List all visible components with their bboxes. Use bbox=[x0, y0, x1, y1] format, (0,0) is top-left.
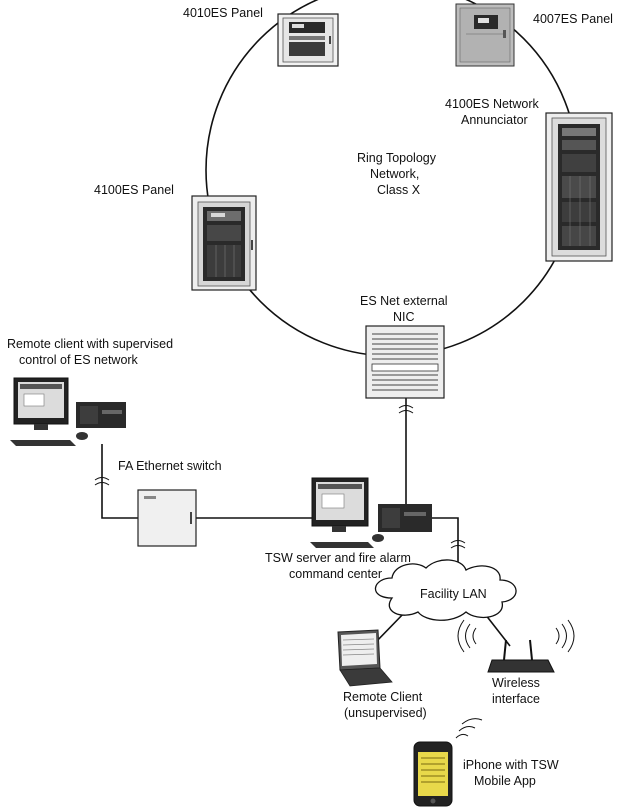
label-iphone-line1: iPhone with TSW bbox=[463, 758, 559, 772]
label-facility-lan: Facility LAN bbox=[420, 587, 487, 601]
label-4010es-panel: 4010ES Panel bbox=[183, 6, 263, 20]
label-ring-line3: Class X bbox=[377, 183, 421, 197]
external-nic bbox=[365, 325, 445, 399]
tsw-server-workstation bbox=[310, 477, 432, 548]
label-nic-line1: ES Net external bbox=[360, 294, 448, 308]
label-fa-ethernet-switch: FA Ethernet switch bbox=[118, 459, 222, 473]
remote-client-laptop bbox=[337, 629, 393, 687]
label-wireless-line2: interface bbox=[492, 692, 540, 706]
label-annunciator-line2: Annunciator bbox=[461, 113, 528, 127]
label-remote-client-line1: Remote Client bbox=[343, 690, 423, 704]
label-remote-supervised-line1: Remote client with supervised bbox=[7, 337, 173, 351]
label-remote-supervised-line2: control of ES network bbox=[19, 353, 139, 367]
label-ring-line2: Network, bbox=[370, 167, 419, 181]
network-annunciator bbox=[545, 112, 613, 262]
label-nic-line2: NIC bbox=[393, 310, 415, 324]
label-wireless-line1: Wireless bbox=[492, 676, 540, 690]
facility-lan-cloud bbox=[374, 559, 517, 621]
label-ring-line1: Ring Topology bbox=[357, 151, 437, 165]
remote-supervised-workstation bbox=[10, 377, 126, 446]
panel-4007es bbox=[455, 3, 515, 67]
fa-ethernet-switch bbox=[137, 489, 197, 547]
label-tsw-line2: command center bbox=[289, 567, 382, 581]
label-4100es-panel: 4100ES Panel bbox=[94, 183, 174, 197]
wireless-router bbox=[457, 619, 575, 673]
panel-4010es bbox=[277, 13, 339, 67]
label-4007es-panel: 4007ES Panel bbox=[533, 12, 613, 26]
label-remote-client-line2: (unsupervised) bbox=[344, 706, 427, 720]
panel-4100es bbox=[191, 195, 257, 291]
line-break-squiggles bbox=[94, 405, 466, 549]
label-tsw-line1: TSW server and fire alarm bbox=[265, 551, 411, 565]
label-annunciator-line1: 4100ES Network bbox=[445, 97, 540, 111]
iphone-device bbox=[413, 741, 453, 807]
wireless-signal-arcs bbox=[455, 718, 483, 739]
label-iphone-line2: Mobile App bbox=[474, 774, 536, 788]
